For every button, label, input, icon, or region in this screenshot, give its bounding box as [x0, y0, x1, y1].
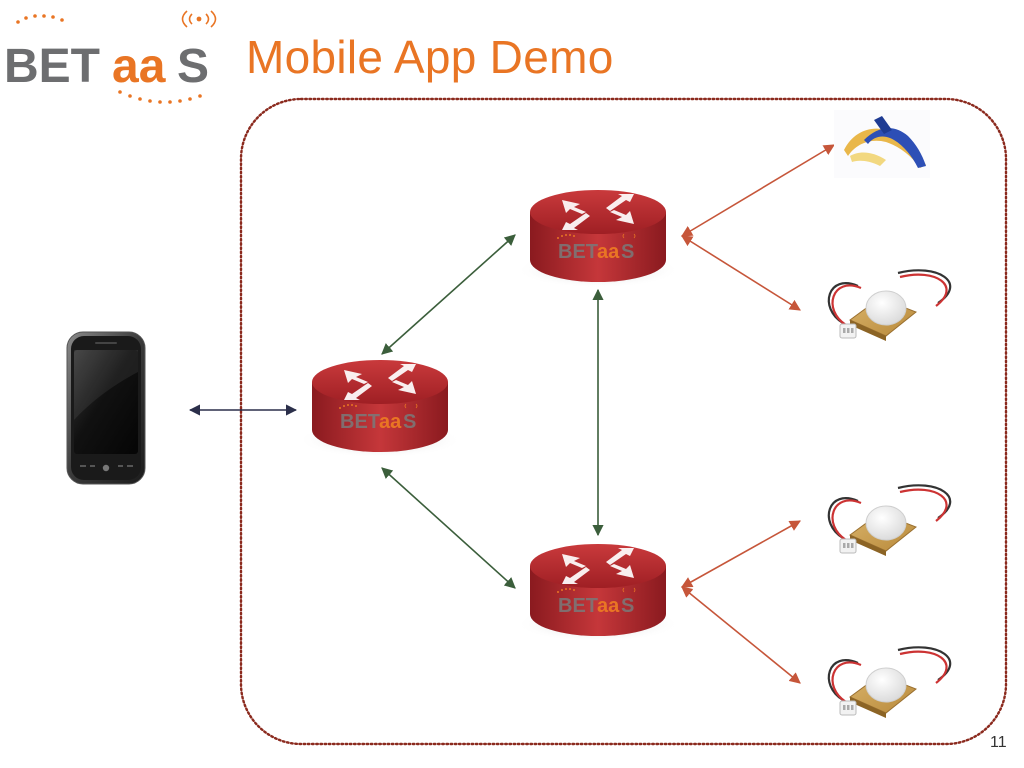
pir-sensor-icon-3 — [827, 646, 952, 720]
betaas-gateway-left — [297, 359, 463, 459]
thermometer-sensor-icon — [834, 110, 930, 178]
betaas-gateway-top — [515, 189, 681, 289]
link-router-top-thermometer — [681, 144, 835, 237]
link-router-left-router-bottom — [381, 467, 516, 589]
smartphone-icon — [66, 331, 146, 485]
logo-text-aa: aa — [112, 40, 166, 93]
link-router-top-pir-1 — [681, 235, 801, 311]
pir-sensor-icon-1 — [827, 269, 952, 343]
slide-title: Mobile App Demo — [246, 31, 614, 83]
page-number: 11 — [990, 734, 1007, 751]
logo-text-s: S — [177, 40, 209, 93]
betaas-logo: BET aa S — [4, 10, 217, 104]
betaas-gateway-bottom — [515, 543, 681, 643]
pir-sensor-icon-2 — [827, 484, 952, 558]
logo-text-bet: BET — [4, 40, 100, 93]
network-boundary — [239, 97, 1008, 746]
link-router-bottom-pir-3 — [681, 586, 801, 684]
link-router-bottom-pir-2 — [681, 520, 801, 588]
link-router-left-router-top — [381, 234, 516, 355]
